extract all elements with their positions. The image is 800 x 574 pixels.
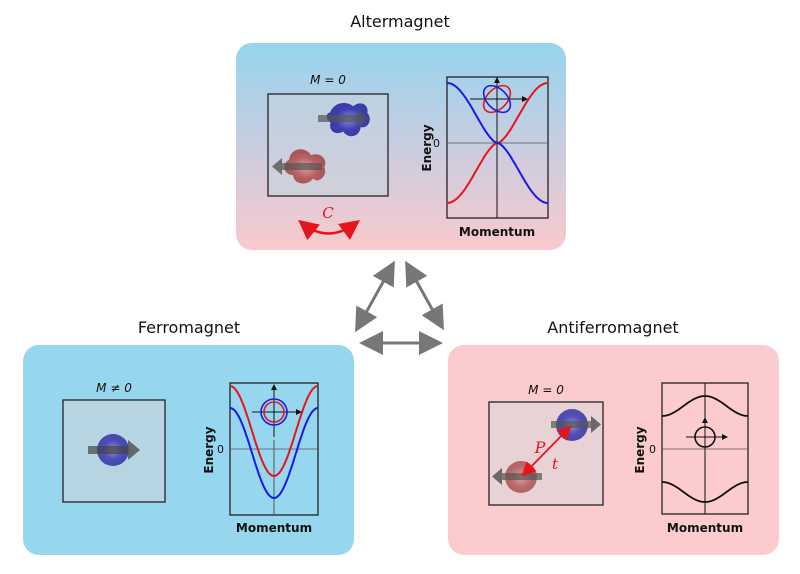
magnetization-label: M = 0 [310, 73, 346, 87]
fermi-contour-blue [260, 398, 288, 426]
fermi-surface-inset [470, 77, 528, 118]
band-upper [661, 395, 749, 417]
spin-arrow-left [272, 158, 322, 175]
fermi-surface-inset [686, 417, 728, 448]
altermagnet-band-plot: 0 Energy Momentum [420, 76, 549, 239]
antiferromagnet-crystal: M = 0 P t [488, 383, 604, 506]
fermi-contour-red [482, 84, 512, 114]
altermagnet-crystal: M = 0 C [267, 73, 389, 241]
magnetization-label: M = 0 [528, 383, 564, 397]
x-axis-label: Momentum [667, 521, 743, 535]
translation-label-t: t [552, 455, 559, 473]
spin-arrow-right [88, 440, 140, 460]
arrow-ferro-alter [355, 260, 395, 333]
band-blue [229, 407, 319, 500]
zero-tick: 0 [217, 443, 224, 456]
spin-arrow-right [318, 110, 368, 127]
fermi-contour-red [263, 401, 285, 423]
inversion-translation-arrow [521, 425, 572, 477]
crystal-cell [267, 93, 389, 197]
zero-tick: 0 [433, 137, 440, 150]
title-altermagnet: Altermagnet [350, 12, 450, 31]
y-axis-label: Energy [633, 426, 647, 473]
magnetization-label: M ≠ 0 [96, 381, 132, 395]
x-axis-label: Momentum [236, 521, 312, 535]
y-axis-label: Energy [420, 124, 434, 171]
band-blue [446, 82, 549, 204]
band-red [229, 385, 319, 478]
x-axis-label: Momentum [459, 225, 535, 239]
zero-tick: 0 [649, 443, 656, 456]
rotation-arrow [298, 219, 361, 241]
antiferromagnet-band-plot: 0 Energy Momentum [633, 382, 749, 535]
arrow-alter-anti [405, 260, 444, 331]
symmetry-label-p: P [534, 438, 546, 457]
spin-arrow-right [551, 416, 601, 433]
y-axis-label: Energy [202, 426, 216, 473]
title-antiferromagnet: Antiferromagnet [547, 318, 679, 337]
connector-arrows [355, 260, 444, 355]
fermi-contour [694, 426, 716, 448]
fermi-surface-inset [252, 384, 302, 437]
ferromagnet-band-plot: 0 Energy Momentum [202, 382, 319, 535]
symmetry-label-c: C [322, 204, 334, 222]
band-lower [661, 481, 749, 503]
fermi-contour-blue [482, 84, 512, 114]
title-ferromagnet: Ferromagnet [137, 318, 241, 337]
ferromagnet-crystal: M ≠ 0 [62, 381, 166, 503]
